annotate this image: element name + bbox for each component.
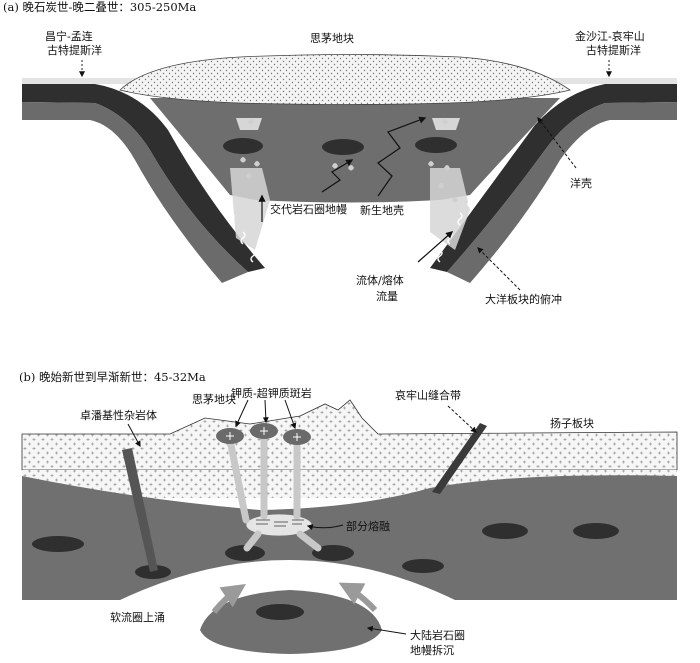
porphyry-label: 钾质-超钾质斑岩 [231,386,312,400]
east-ocean-label-2: 古特提斯洋 [586,43,641,57]
ailaoshan-suture-arrow [448,406,476,432]
fluid-flux-label-1: 流体/熔体 [356,273,404,287]
porphyry-arrow-2 [265,400,266,422]
oceanic-slab-label: 大洋板块的俯冲 [485,292,562,306]
panel-a-title: (a) 晚石炭世-晚二叠世：305-250Ma [3,0,196,14]
fluid-flux-zone-west [230,168,270,250]
mantle-lens [32,536,84,552]
delamination-label-2: 地幔拆沉 [410,643,454,657]
fluid-flux-top-west [236,118,262,130]
asthenosphere-label: 软流圈上涌 [110,610,165,624]
panel-a: (a) 晚石炭世-晚二叠世：305-250Ma [3,0,677,306]
juvenile-crust-label: 新生地壳 [360,203,404,217]
delamination-label-1: 大陆岩石圈 [410,628,465,642]
fluid-flux-label-2: 流量 [376,289,398,303]
magma-lens [322,139,364,155]
yangtze-block-label: 扬子板块 [550,416,594,430]
oceanic-crust-label: 洋壳 [570,176,592,190]
oceanic-slab-arrow [478,248,520,290]
panel-b-title: (b) 晚始新世到早渐新世：45-32Ma [19,370,206,384]
delaminated-lens [256,604,304,620]
gabbro-label: 卓潘基性杂岩体 [80,408,157,422]
magma-lens [415,137,457,153]
mantle-lens [573,523,619,539]
mantle-lens [402,559,444,573]
metasomatized-mantle-label: 交代岩石圈地幔 [270,202,347,216]
panel-b: (b) 晚始新世到早渐新世：45-32Ma [19,370,677,657]
east-ocean-label-1: 金沙江-哀牢山 [575,29,645,43]
ailaoshan-suture-label: 哀牢山缝合带 [395,388,461,402]
mantle-lens [482,523,528,539]
partial-melting-label: 部分熔融 [346,519,390,533]
porphyry-arrow-1 [236,400,248,426]
magma-lens [223,138,263,154]
panel-b-block-label: 思茅地块 [192,393,236,406]
simao-block-crust [120,55,570,105]
west-ocean-label-2: 古特提斯洋 [47,43,102,57]
west-ocean-label-1: 昌宁-孟连 [45,29,93,43]
panel-a-block-label: 思茅地块 [310,32,354,45]
